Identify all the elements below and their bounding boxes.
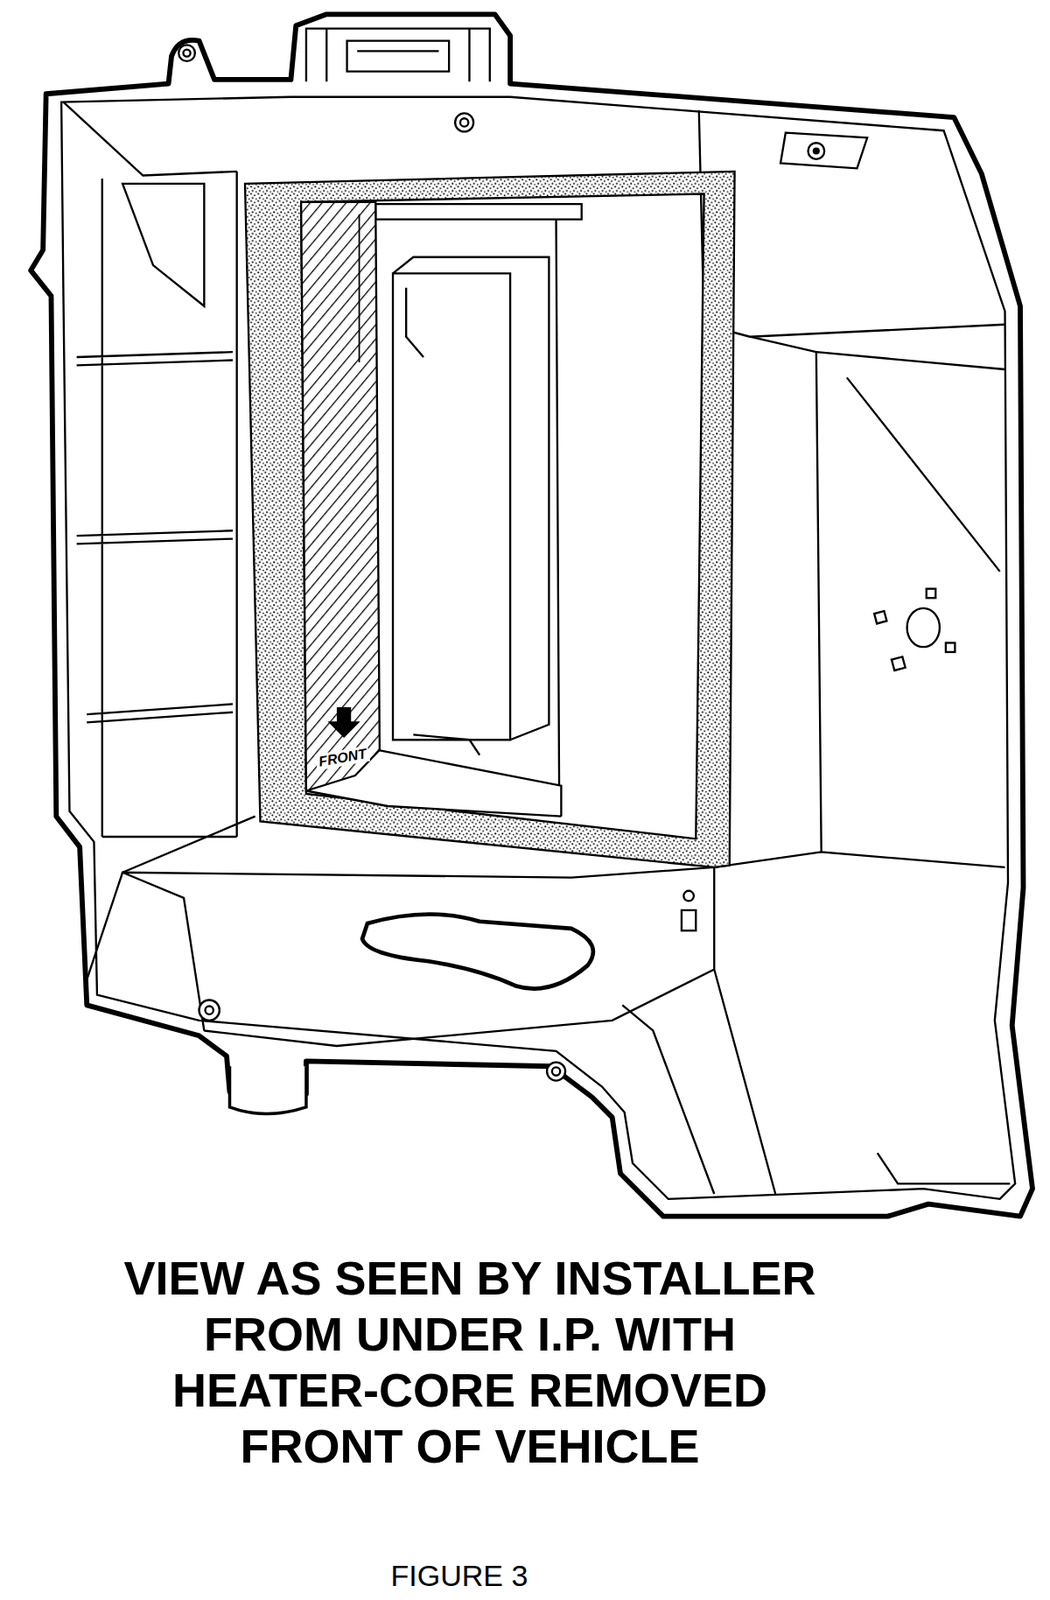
mounting-holes [178,44,696,1080]
left-compartment [63,102,255,873]
housing-outline [30,14,1033,1216]
front-marker-strip [301,202,380,791]
front-arrow [327,707,360,738]
mounting-clip [681,910,696,931]
mounting-hole [182,49,190,57]
floor-walls [86,851,1010,1194]
floor-opening [362,914,594,989]
tab-square [945,642,955,651]
drain-port [907,608,940,647]
front-label: FRONT [315,745,371,770]
mounting-hole [199,1000,220,1021]
mounting-hole [178,44,196,62]
leader-line [358,214,361,363]
mounting-hole [812,147,820,154]
figure-number: FIGURE 3 [284,1559,635,1592]
mounting-hole [808,142,826,160]
mounting-hole [683,890,694,902]
mounting-hole [552,1066,560,1075]
figure-caption: VIEW AS SEEN BY INSTALLER FROM UNDER I.P… [102,1249,838,1474]
top-module [306,28,490,83]
housing-inner-edge [61,97,1015,1199]
foam-seal [245,171,735,868]
tab-square [874,610,887,623]
mounting-hole [205,1005,214,1014]
mounting-hole [460,118,469,126]
tab-square [891,656,906,671]
mounting-hole [455,112,474,132]
tab-square [926,588,936,598]
outlet-stub [229,1065,306,1113]
right-compartment [699,110,1006,868]
mounting-hole [546,1062,566,1081]
